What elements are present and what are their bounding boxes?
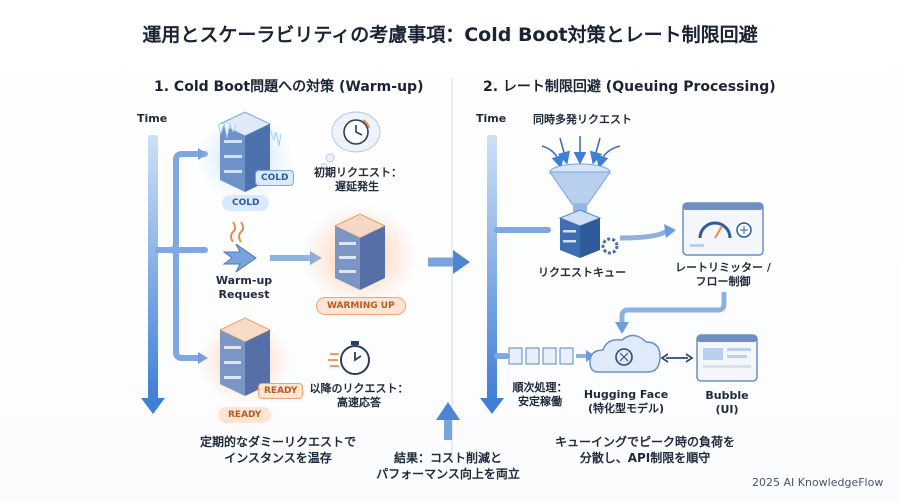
right-footer-text: キューイングでピーク時の負荷を 分散し、API制限を順守: [520, 434, 770, 466]
bubble-line-1: Bubble: [705, 389, 749, 402]
rate-limiter-line-1: レートリミッター /: [675, 261, 771, 274]
later-request-line-2: 高速応答: [337, 396, 381, 409]
page-title: 運用とスケーラビリティの考慮事項：Cold Boot対策とレート制限回避: [142, 24, 758, 46]
right-footer-line-1: キューイングでピーク時の負荷を: [554, 435, 735, 449]
left-footer-line-1: 定期的なダミーリクエストで: [199, 435, 356, 449]
warmup-request-line-1: Warm-up: [215, 274, 273, 287]
later-request-text: 以降のリクエスト： 高速応答: [306, 382, 412, 410]
center-transition-arrow: [428, 250, 470, 274]
hugging-face-text: Hugging Face (特化型モデル): [578, 388, 674, 416]
hugging-face-line-1: Hugging Face: [583, 388, 669, 401]
request-queue-label: リクエストキュー: [538, 266, 626, 279]
initial-request-line-1: 初期リクエスト：: [314, 166, 402, 179]
warming-server-icon: [302, 204, 418, 308]
left-section-heading: 1. Cold Boot問題への対策 (Warm-up): [154, 79, 424, 95]
right-footer-line-2: 分散し、API制限を順守: [579, 451, 711, 465]
sequential-line-2: 安定稼働: [518, 395, 562, 408]
left-footer-text: 定期的なダミーリクエストで インスタンスを温存: [168, 434, 388, 466]
incoming-request-arrows: [541, 136, 621, 169]
right-timeline-arrow: [480, 135, 504, 414]
stopwatch-icon: [328, 341, 370, 375]
hugging-face-line-2: (特化型モデル): [587, 402, 665, 415]
result-up-arrow: [436, 402, 460, 440]
ready-label: READY: [218, 407, 272, 423]
rate-limiter-line-2: フロー制御: [695, 275, 751, 288]
right-branch-lines: [494, 227, 551, 359]
hugging-face-cloud-icon: [589, 334, 661, 373]
rate-limiter-text: レートリミッター / フロー制御: [668, 261, 778, 289]
later-request-line-1: 以降のリクエスト：: [309, 382, 409, 395]
cold-server-icon: [195, 111, 295, 204]
concurrent-requests-label: 同時多発リクエスト: [533, 113, 632, 126]
result-line-2: パフォーマンス向上を両立: [376, 467, 520, 481]
left-footer-line-2: インスタンスを温存: [224, 451, 332, 465]
right-time-label: Time: [476, 112, 507, 125]
warmup-request-line-2: Request: [218, 288, 270, 301]
left-time-label: Time: [137, 112, 168, 125]
bubble-line-2: (UI): [715, 403, 739, 416]
cold-badge: COLD: [255, 170, 295, 186]
warmup-request-icon: [222, 221, 257, 273]
initial-request-text: 初期リクエスト： 遅延発生: [314, 166, 402, 194]
result-line-1: 結果：コスト削減と: [393, 451, 502, 465]
request-queue-icon: [549, 163, 619, 258]
copyright-text: 2025 AI KnowledgeFlow: [752, 476, 884, 489]
cold-label: COLD: [222, 195, 270, 211]
left-branch-lines: [155, 151, 208, 361]
bubble-text: Bubble (UI): [697, 389, 757, 417]
waiting-clock-icon: [321, 111, 381, 169]
bubble-ui-icon: [696, 334, 758, 382]
ready-badge: READY: [258, 383, 304, 399]
left-timeline-arrow: [141, 135, 165, 414]
initial-request-line-2: 遅延発生: [335, 180, 379, 193]
result-text: 結果：コスト削減と パフォーマンス向上を両立: [345, 450, 551, 482]
warmup-request-text: Warm-up Request: [204, 274, 284, 302]
right-section-heading: 2. レート制限回避 (Queuing Processing): [483, 79, 776, 95]
sequential-files-icon: [508, 347, 595, 365]
sequential-line-1: 順次処理：: [512, 381, 568, 394]
warming-up-label: WARMING UP: [316, 297, 406, 315]
sequential-text: 順次処理： 安定稼働: [504, 381, 576, 409]
rate-limiter-icon: [682, 202, 764, 256]
